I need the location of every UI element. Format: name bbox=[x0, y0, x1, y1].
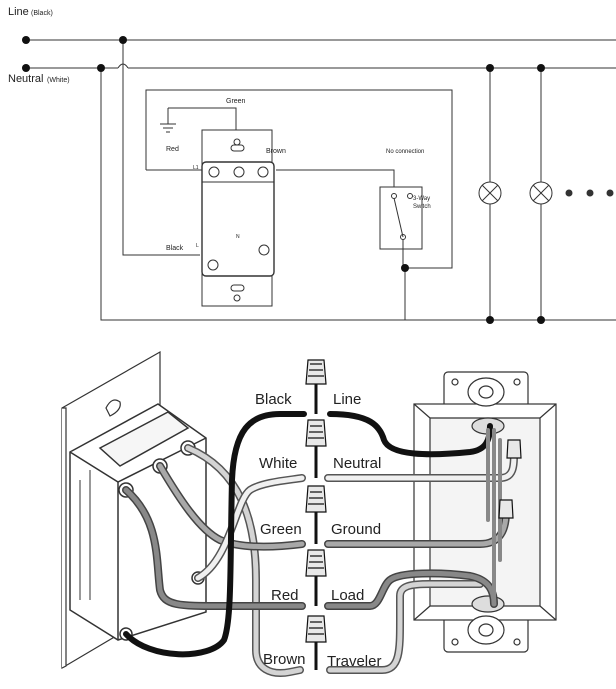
junction-dots bbox=[22, 36, 545, 324]
neutral-sub-label: (White) bbox=[47, 77, 70, 84]
label-red: Red bbox=[271, 587, 299, 604]
terminal-5 bbox=[258, 244, 270, 256]
plate-slot-bottom bbox=[230, 284, 245, 292]
lamp-1 bbox=[478, 181, 502, 205]
l-label: L bbox=[196, 243, 199, 249]
more-lamps-ellipsis bbox=[565, 189, 614, 197]
terminal-1 bbox=[208, 166, 220, 178]
label-line: Line bbox=[333, 391, 361, 408]
label-green: Green bbox=[260, 521, 302, 538]
wire-nut-green-ground bbox=[305, 485, 327, 544]
terminal-3 bbox=[257, 166, 269, 178]
n-label: N bbox=[236, 234, 240, 240]
plate-screw-bottom bbox=[233, 294, 241, 302]
junction-box bbox=[413, 371, 557, 653]
control-loop bbox=[145, 89, 453, 269]
lamp-2 bbox=[529, 181, 553, 205]
red-label: Red bbox=[166, 146, 179, 153]
black-wire bbox=[123, 411, 307, 658]
way-switch-label: 3-Way bbox=[413, 196, 430, 202]
wire-nuts bbox=[305, 359, 522, 670]
green-label: Green bbox=[226, 98, 246, 105]
box-nut-1 bbox=[506, 439, 522, 459]
wire-nut-white-neutral bbox=[305, 419, 327, 478]
device-body bbox=[201, 161, 275, 277]
wire-labels: Black Line White Neutral Green Ground Re… bbox=[255, 391, 381, 670]
neutral-drop bbox=[100, 68, 616, 321]
label-neutral: Neutral bbox=[333, 455, 381, 472]
switch-to-load bbox=[402, 239, 406, 320]
line-wire bbox=[327, 411, 493, 458]
label-load: Load bbox=[331, 587, 364, 604]
l1-label: L1 bbox=[193, 165, 199, 171]
plate-slot-upper bbox=[105, 399, 121, 417]
ground-symbol bbox=[160, 107, 237, 133]
label-ground: Ground bbox=[331, 521, 381, 538]
line-drop bbox=[122, 40, 200, 256]
brown-label: Brown bbox=[266, 148, 286, 155]
neutral-label: Neutral bbox=[8, 73, 43, 85]
terminal-2 bbox=[233, 166, 245, 178]
label-white: White bbox=[259, 455, 297, 472]
terminal-4 bbox=[207, 259, 219, 271]
lamps bbox=[478, 181, 553, 205]
box-nut-2 bbox=[498, 499, 514, 519]
brown-wire-schematic bbox=[276, 169, 395, 190]
line-label: Line bbox=[8, 6, 29, 18]
plate-slot-top bbox=[230, 144, 245, 152]
label-brown: Brown bbox=[263, 651, 306, 668]
schematic bbox=[22, 39, 616, 321]
label-traveler: Traveler bbox=[327, 653, 381, 670]
label-black: Black bbox=[255, 391, 292, 408]
no-connection-label: No connection bbox=[386, 149, 424, 155]
wire-nut-red-load bbox=[305, 549, 327, 606]
switch-lever bbox=[393, 197, 404, 238]
way-switch-sub-label: Switch bbox=[413, 204, 431, 210]
line-sub-label: (Black) bbox=[31, 10, 53, 17]
box-knockout-bottom bbox=[471, 595, 505, 613]
wire-nut-brown-traveler bbox=[305, 615, 327, 670]
smart-switch-device bbox=[69, 403, 207, 641]
black-label: Black bbox=[166, 245, 184, 252]
switch-contact-b bbox=[407, 193, 413, 199]
wire-nut-black-line bbox=[305, 359, 327, 414]
